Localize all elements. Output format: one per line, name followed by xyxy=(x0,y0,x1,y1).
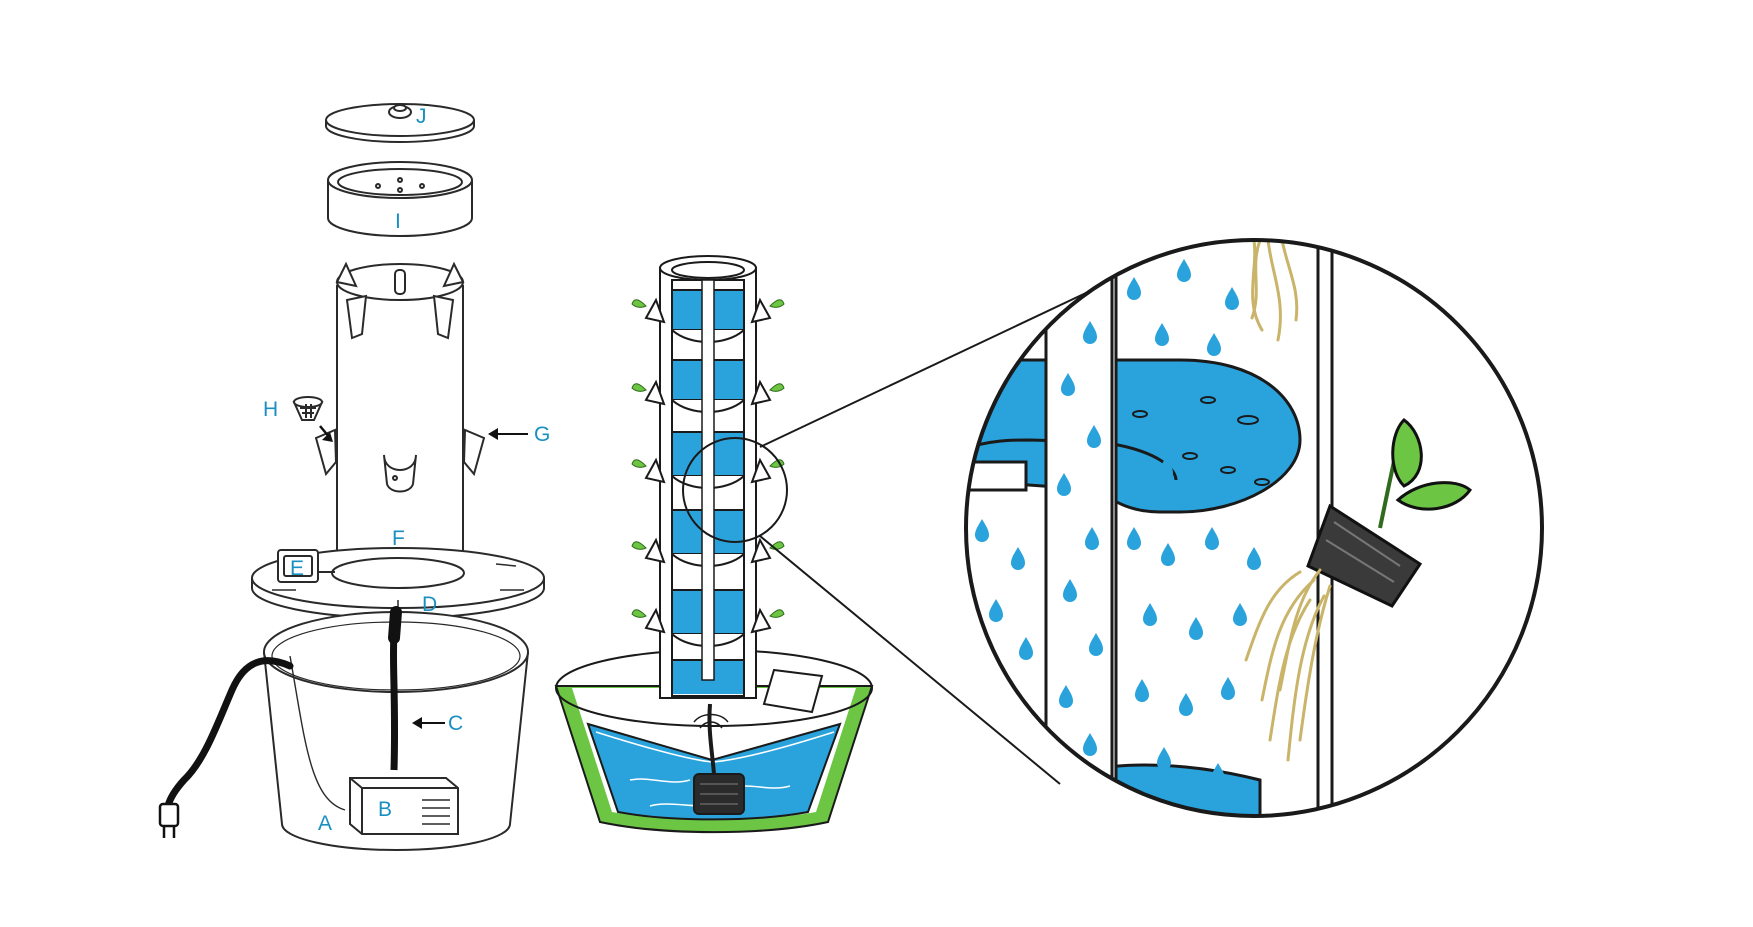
label-g: G xyxy=(534,423,550,446)
leaf-icon xyxy=(1391,418,1473,511)
zoom-callout xyxy=(682,291,1089,785)
hose-part xyxy=(388,606,402,771)
power-plug-icon xyxy=(158,802,180,838)
timer-box-part xyxy=(277,549,335,583)
power-cord-part xyxy=(158,657,294,838)
cutaway-tower xyxy=(554,255,1089,834)
label-e: E xyxy=(290,557,304,580)
part-labels: J I H G F E D C B A xyxy=(263,105,550,835)
magnified-view xyxy=(964,238,1544,818)
arrow-left-icon xyxy=(319,425,528,729)
label-b: B xyxy=(378,798,392,821)
top-roots xyxy=(1250,240,1299,342)
hanging-roots xyxy=(1244,568,1332,762)
cutaway-column xyxy=(644,255,772,699)
sprouts xyxy=(631,299,785,618)
top-reservoir-part xyxy=(327,161,473,237)
base-platform-part xyxy=(251,547,545,619)
pump-part xyxy=(349,777,459,835)
lid-part xyxy=(325,103,475,143)
label-j: J xyxy=(416,105,427,128)
exploded-tower xyxy=(158,103,545,851)
label-c: C xyxy=(448,712,463,735)
label-d: D xyxy=(422,593,437,616)
cutaway-pump xyxy=(693,703,745,815)
label-i: I xyxy=(395,210,401,233)
net-cup-part xyxy=(292,396,324,421)
label-f: F xyxy=(392,527,405,550)
label-a: A xyxy=(318,812,332,835)
label-h: H xyxy=(263,398,278,421)
plant-in-net-pot xyxy=(1244,418,1473,762)
